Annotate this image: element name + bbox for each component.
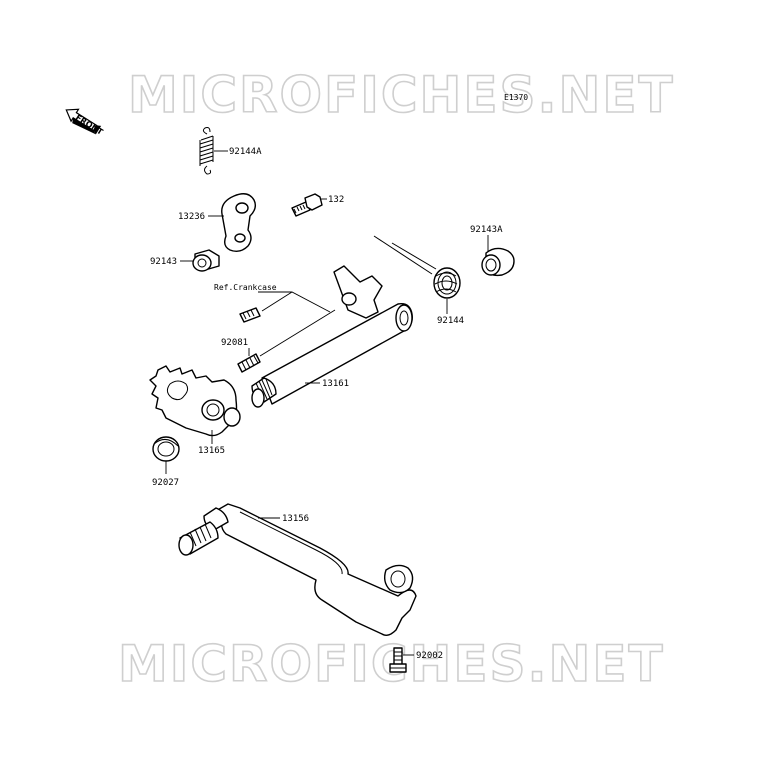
diagram-code: E1370 xyxy=(504,93,528,102)
label-13236: 13236 xyxy=(178,212,205,222)
part-13236-lever xyxy=(221,193,257,253)
label-13156: 13156 xyxy=(282,514,309,524)
part-92144-torsion-spring xyxy=(373,235,461,299)
part-13156-shift-pedal xyxy=(178,503,417,637)
part-ref-crankcase-stud xyxy=(239,307,261,323)
part-92081-spring xyxy=(237,353,261,373)
label-92143: 92143 xyxy=(150,257,177,267)
label-13161: 13161 xyxy=(322,379,349,389)
label-92002: 92002 xyxy=(416,651,443,661)
label-ref-crankcase: Ref.Crankcase xyxy=(214,283,277,292)
part-92143-collar xyxy=(192,249,220,272)
front-arrow-icon: FRONT xyxy=(65,108,105,137)
watermark-top: MICROFICHES.NET xyxy=(128,66,675,124)
part-92002-bolt xyxy=(389,647,407,673)
label-92143A: 92143A xyxy=(470,225,503,235)
part-132-bolt xyxy=(291,193,323,217)
label-92144A: 92144A xyxy=(229,147,262,157)
label-13165: 13165 xyxy=(198,446,225,456)
part-92143A-collar xyxy=(481,247,515,277)
part-92027-seal xyxy=(152,436,180,462)
part-13165-gear-plate xyxy=(149,365,241,437)
label-132: 132 xyxy=(328,195,344,205)
label-92027: 92027 xyxy=(152,478,179,488)
part-92144A-spring xyxy=(199,127,214,175)
label-92081: 92081 xyxy=(221,338,248,348)
label-92144: 92144 xyxy=(437,316,464,326)
part-13161-shift-shaft xyxy=(251,265,413,408)
